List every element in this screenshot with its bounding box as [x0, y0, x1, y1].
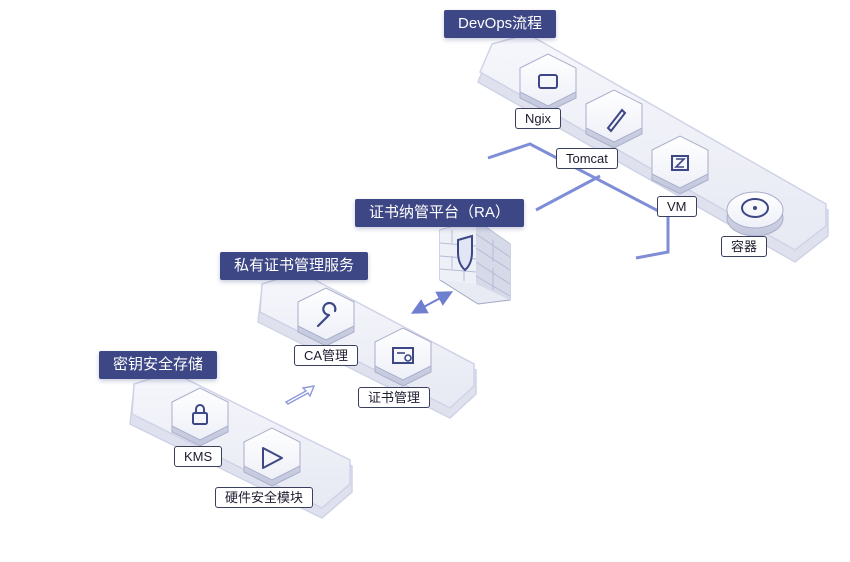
item-label-ca-management: CA管理	[294, 345, 359, 366]
item-label-kms: KMS	[174, 446, 223, 467]
disc-icon	[726, 191, 784, 237]
private-ca-group-title: 私有证书管理服务	[220, 252, 369, 280]
item-label-tomcat: Tomcat	[556, 148, 618, 169]
ra-platform-title: 证书纳管平台（RA）	[355, 199, 524, 227]
item-label-cert-management: 证书管理	[358, 387, 431, 408]
window-icon	[519, 53, 577, 113]
play-icon	[243, 427, 301, 487]
item-label-container: 容器	[721, 236, 768, 257]
item-label-hsm: 硬件安全模块	[215, 487, 314, 508]
key-storage-group-title: 密钥安全存储	[99, 351, 218, 379]
item-label-vm: VM	[657, 196, 697, 217]
firewall-shield-icon	[439, 219, 511, 305]
pen-icon	[585, 89, 643, 149]
ra-privateca-arrow	[410, 291, 454, 314]
certificate-icon	[374, 327, 432, 387]
storage-to-ca-arrow	[284, 385, 316, 405]
devops-group-title: DevOps流程	[444, 10, 557, 38]
vm-icon	[651, 135, 709, 195]
lock-icon	[171, 387, 229, 447]
item-label-ngix: Ngix	[515, 108, 562, 129]
wrench-icon	[297, 287, 355, 347]
